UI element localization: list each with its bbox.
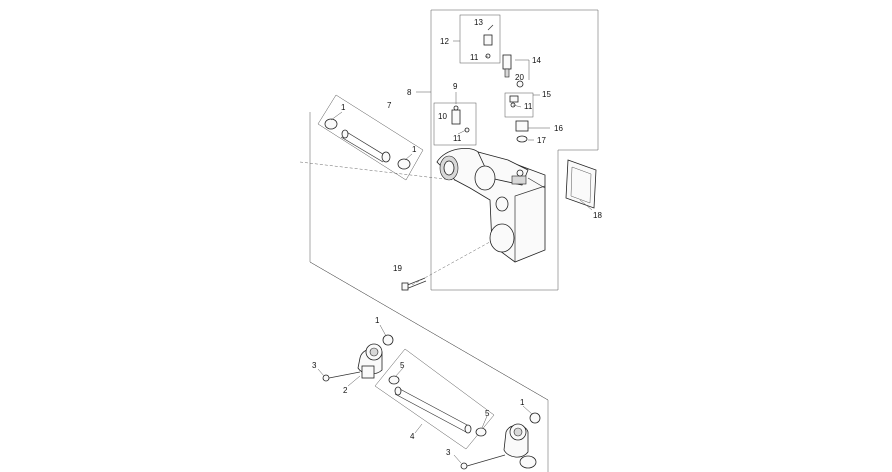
callout-15: 15 — [542, 90, 551, 99]
elbow-2 — [322, 334, 394, 382]
callout-4: 4 — [410, 432, 415, 441]
callout-11: 11 — [470, 53, 479, 62]
callout-labels: 13 12 11 14 20 8 15 11 9 10 16 17 11 7 1… — [312, 18, 602, 457]
bolt-19 — [401, 277, 427, 291]
pipe-kit-4 — [374, 348, 495, 450]
callout-16: 16 — [554, 124, 563, 133]
leader-lines-lower — [317, 324, 533, 464]
assembly-guide-lines — [299, 112, 549, 472]
callout-14: 14 — [532, 56, 541, 65]
callout-1: 1 — [375, 316, 380, 325]
kit-box-15 — [504, 92, 534, 118]
callout-5: 5 — [485, 409, 490, 418]
callout-18: 18 — [593, 211, 602, 220]
elbow-right — [460, 412, 541, 470]
main-housing — [436, 147, 546, 263]
callout-7: 7 — [387, 101, 392, 110]
callout-1: 1 — [520, 398, 525, 407]
callout-12: 12 — [440, 37, 449, 46]
leader-lines-upper — [330, 40, 593, 211]
callout-13: 13 — [474, 18, 483, 27]
valve-14 — [502, 54, 524, 88]
pipe-kit-7 — [317, 94, 424, 181]
callout-17: 17 — [537, 136, 546, 145]
callout-1: 1 — [341, 103, 346, 112]
cap-16 — [515, 120, 529, 143]
fitting-13 — [483, 24, 494, 59]
callout-20: 20 — [515, 73, 524, 82]
kit-box-12 — [459, 14, 501, 64]
callout-8: 8 — [407, 88, 412, 97]
callout-5: 5 — [400, 361, 405, 370]
sensor-9 — [451, 105, 470, 133]
gasket-18 — [565, 159, 597, 209]
callout-10: 10 — [438, 112, 447, 121]
callout-1: 1 — [412, 145, 417, 154]
callout-19: 19 — [393, 264, 402, 273]
callout-11: 11 — [453, 134, 462, 143]
callout-9: 9 — [453, 82, 458, 91]
callout-3: 3 — [446, 448, 451, 457]
assembly-frame — [430, 9, 599, 291]
callout-2: 2 — [343, 386, 348, 395]
callout-11: 11 — [524, 102, 533, 111]
callout-3: 3 — [312, 361, 317, 370]
kit-box-10 — [433, 102, 477, 146]
